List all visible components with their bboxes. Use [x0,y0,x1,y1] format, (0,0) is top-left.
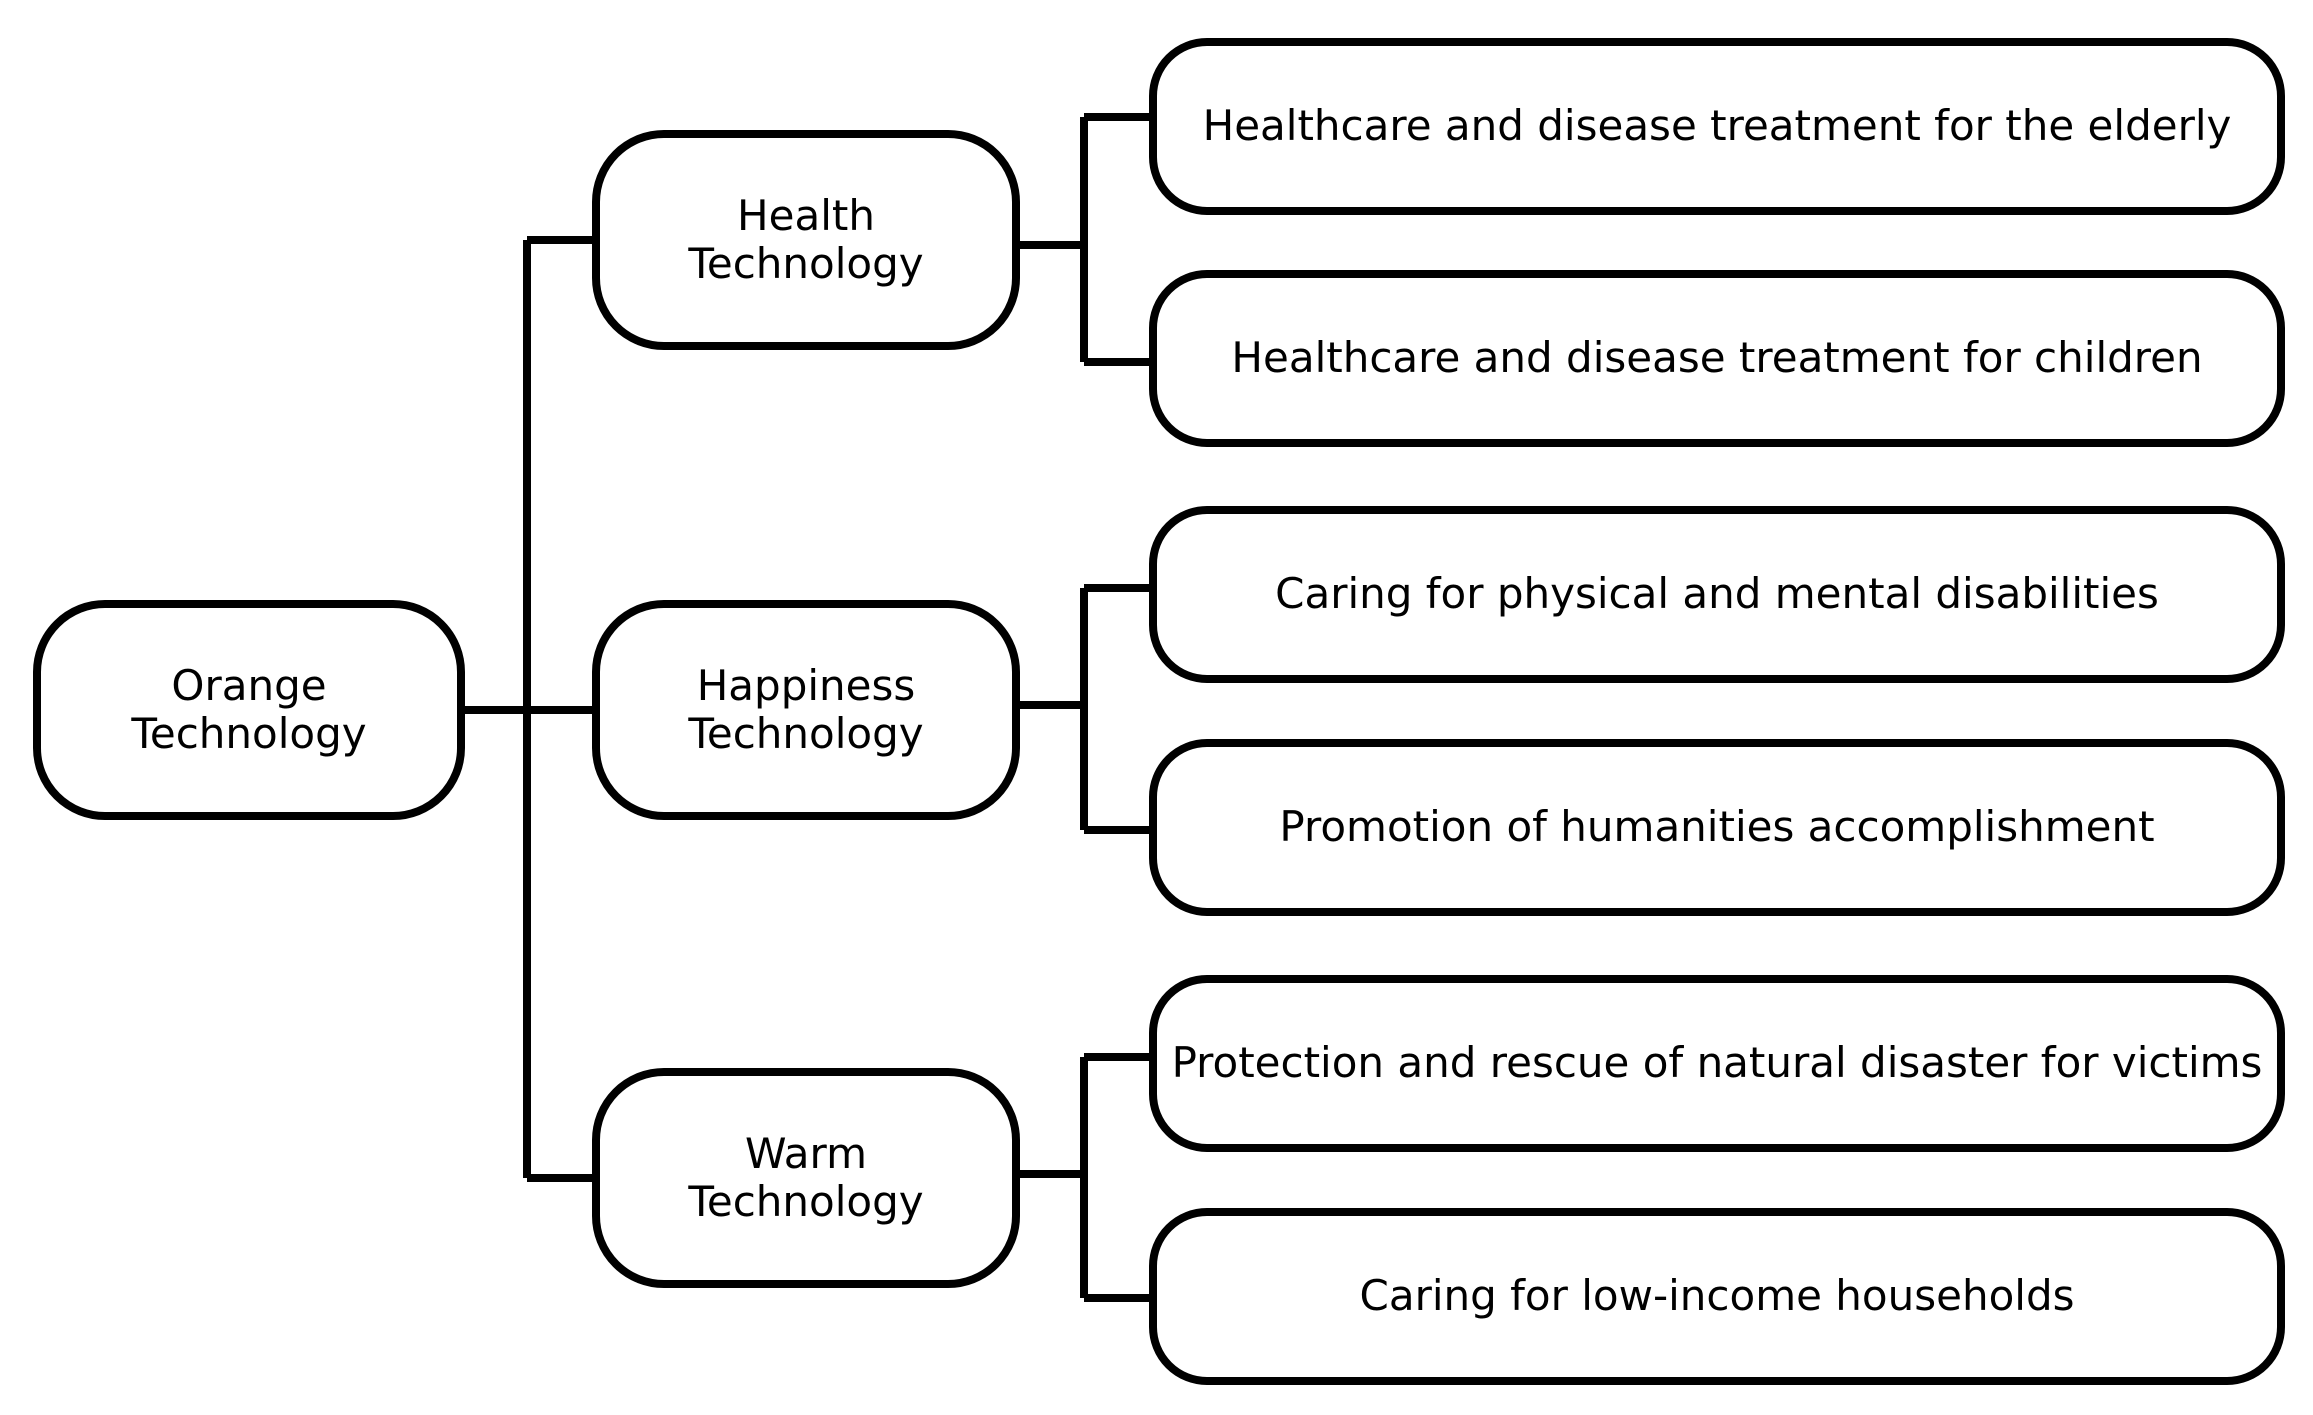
node-leaf-humanities-promotion: Promotion of humanities accomplishment [1149,739,2285,916]
node-leaf-disabilities-care: Caring for physical and mental disabilit… [1149,506,2285,683]
node-leaf-elderly-healthcare: Healthcare and disease treatment for the… [1149,38,2285,215]
connector-warm-leaves [1020,1053,1149,1302]
node-health-technology: Health Technology [592,130,1020,350]
node-label: Orange Technology [131,660,367,758]
node-warm-technology: Warm Technology [592,1068,1020,1288]
node-label: Promotion of humanities accomplishment [1279,802,2155,852]
node-label: Healthcare and disease treatment for the… [1202,101,2232,151]
node-label: Happiness Technology [688,660,924,758]
connector-health-leaves [1020,113,1149,366]
node-label: Protection and rescue of natural disaste… [1171,1038,2263,1088]
node-label: Health Technology [688,190,924,288]
node-happiness-technology: Happiness Technology [592,600,1020,820]
node-label: Caring for physical and mental disabilit… [1275,569,2159,619]
node-leaf-low-income-care: Caring for low-income households [1149,1208,2285,1385]
node-label: Caring for low-income households [1359,1271,2075,1321]
node-leaf-disaster-rescue: Protection and rescue of natural disaste… [1149,975,2285,1152]
node-leaf-children-healthcare: Healthcare and disease treatment for chi… [1149,270,2285,447]
connector-happiness-leaves [1020,584,1149,834]
node-orange-technology: Orange Technology [33,600,465,820]
node-label: Warm Technology [688,1128,924,1226]
node-label: Healthcare and disease treatment for chi… [1231,333,2203,383]
